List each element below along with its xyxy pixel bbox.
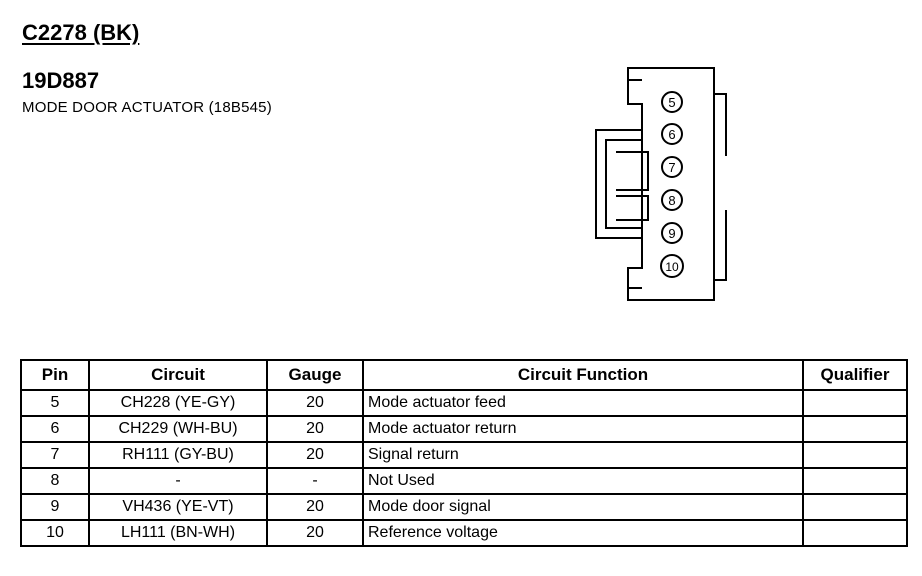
qualifier-cell <box>802 467 908 495</box>
gauge-cell: - <box>266 467 364 495</box>
col-header-function: Circuit Function <box>362 359 804 391</box>
circuit-cell: - <box>88 467 268 495</box>
table-row: 7 RH111 (GY-BU) 20 Signal return <box>20 441 908 469</box>
gauge-cell: 20 <box>266 415 364 443</box>
pinout-table: Pin Circuit Gauge Circuit Function Quali… <box>20 359 908 547</box>
connector-pin-10: 10 <box>660 254 684 278</box>
function-cell: Signal return <box>362 441 804 469</box>
connector-bottom-tab <box>627 287 642 300</box>
gauge-cell: 20 <box>266 519 364 547</box>
connector-latch-rib-2 <box>616 195 649 221</box>
circuit-cell: CH229 (WH-BU) <box>88 415 268 443</box>
pin-cell: 9 <box>20 493 90 521</box>
connector-pin-7: 7 <box>661 156 683 178</box>
table-row: 9 VH436 (YE-VT) 20 Mode door signal <box>20 493 908 521</box>
connector-pin-6: 6 <box>661 123 683 145</box>
gauge-cell: 20 <box>266 493 364 521</box>
qualifier-cell <box>802 493 908 521</box>
circuit-cell: RH111 (GY-BU) <box>88 441 268 469</box>
part-number: 19D887 <box>22 68 100 93</box>
svg-text:5: 5 <box>668 95 675 110</box>
pin-cell: 8 <box>20 467 90 495</box>
connector-latch-inner <box>605 139 642 229</box>
function-cell: Reference voltage <box>362 519 804 547</box>
pin-cell: 10 <box>20 519 90 547</box>
svg-text:7: 7 <box>668 160 675 175</box>
connector-id: C2278 (BK) <box>22 20 140 45</box>
table-row: 8 - - Not Used <box>20 467 908 495</box>
svg-text:8: 8 <box>668 193 675 208</box>
connector-top-tab <box>627 68 642 81</box>
qualifier-cell <box>802 441 908 469</box>
function-cell: Not Used <box>362 467 804 495</box>
table-row: 6 CH229 (WH-BU) 20 Mode actuator return <box>20 415 908 443</box>
svg-text:10: 10 <box>665 260 679 274</box>
gauge-cell: 20 <box>266 441 364 469</box>
connector-pin-9: 9 <box>661 222 683 244</box>
pin-cell: 5 <box>20 389 90 417</box>
connector-pin-5: 5 <box>661 91 683 113</box>
connector-body <box>627 67 715 301</box>
col-header-circuit: Circuit <box>88 359 268 391</box>
connector-pin-8: 8 <box>661 189 683 211</box>
function-cell: Mode actuator feed <box>362 389 804 417</box>
col-header-qualifier: Qualifier <box>802 359 908 391</box>
qualifier-cell <box>802 389 908 417</box>
svg-text:6: 6 <box>668 127 675 142</box>
qualifier-cell <box>802 519 908 547</box>
connector-face-diagram: 5 6 7 8 9 10 <box>595 67 727 301</box>
circuit-cell: LH111 (BN-WH) <box>88 519 268 547</box>
function-cell: Mode actuator return <box>362 415 804 443</box>
connector-right-ridge-lower <box>714 210 727 281</box>
connector-latch-rib-1 <box>616 151 649 191</box>
pin-cell: 7 <box>20 441 90 469</box>
component-description: MODE DOOR ACTUATOR (18B545) <box>22 99 272 116</box>
circuit-cell: CH228 (YE-GY) <box>88 389 268 417</box>
connector-right-ridge <box>714 93 727 156</box>
svg-text:9: 9 <box>668 226 675 241</box>
pin-cell: 6 <box>20 415 90 443</box>
table-row: 5 CH228 (YE-GY) 20 Mode actuator feed <box>20 389 908 417</box>
gauge-cell: 20 <box>266 389 364 417</box>
col-header-gauge: Gauge <box>266 359 364 391</box>
circuit-cell: VH436 (YE-VT) <box>88 493 268 521</box>
qualifier-cell <box>802 415 908 443</box>
table-row: 10 LH111 (BN-WH) 20 Reference voltage <box>20 519 908 547</box>
table-header-row: Pin Circuit Gauge Circuit Function Quali… <box>20 359 908 391</box>
function-cell: Mode door signal <box>362 493 804 521</box>
col-header-pin: Pin <box>20 359 90 391</box>
connector-latch <box>595 129 642 239</box>
